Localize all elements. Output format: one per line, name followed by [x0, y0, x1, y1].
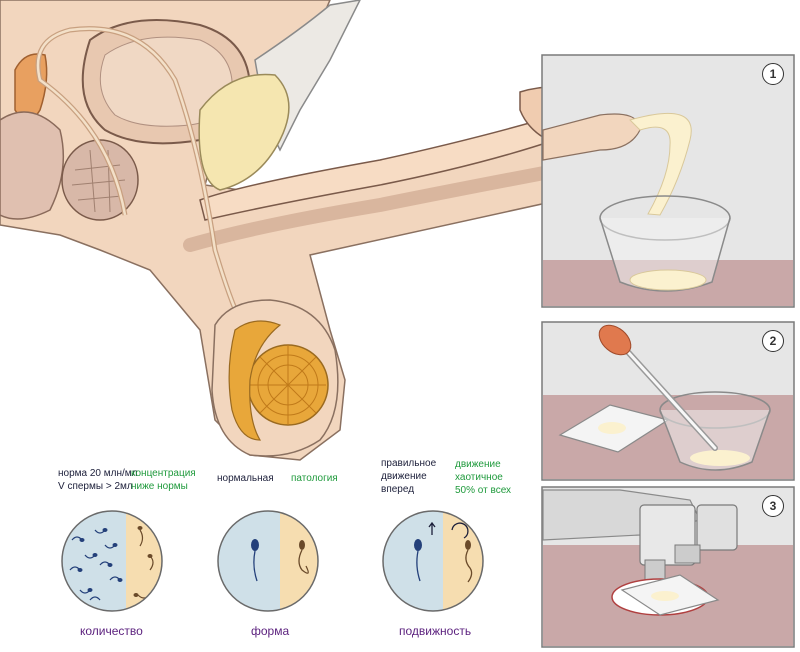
- prostate: [61, 139, 139, 221]
- form-patho-label: патология: [291, 473, 338, 484]
- abnormal-sperm-icon: [299, 540, 305, 550]
- epididymis: [228, 320, 282, 441]
- quantity-patho-label: концентрация ниже нормы: [131, 468, 196, 492]
- panel-1-badge: 1: [762, 63, 784, 85]
- panel-3-badge: 3: [762, 495, 784, 517]
- motility-normal-label: правильное движение вперед: [381, 458, 437, 495]
- panel-2: [541, 321, 795, 481]
- motility-circle: [382, 510, 484, 612]
- form-normal-label: нормальная: [217, 473, 274, 484]
- motility-patho-label: движение хаотичное 50% от всех: [455, 459, 512, 496]
- testis-lobules: [250, 345, 326, 425]
- forward-sperm-icon: [414, 539, 422, 551]
- circular-arrow-icon: [451, 522, 469, 539]
- microscope-icon: [542, 489, 738, 616]
- cup-collection-icon: [599, 195, 731, 292]
- quantity-caption: количество: [80, 624, 143, 638]
- rectum: [0, 111, 65, 220]
- panel-1: [541, 54, 795, 308]
- form-caption: форма: [251, 624, 290, 638]
- panel-3: [541, 486, 795, 648]
- anatomy-illustration: [0, 0, 622, 461]
- quantity-normal-label: норма 20 млн/мл V спермы > 2мл: [58, 468, 138, 492]
- form-circle: [217, 510, 319, 612]
- corpus-line: [183, 163, 567, 252]
- semen-stream-icon: [629, 112, 692, 216]
- panel-2-badge: 2: [762, 330, 784, 352]
- chaotic-sperm-icon: [465, 540, 471, 550]
- motility-caption: подвижность: [399, 624, 472, 638]
- cowper-gland: [198, 73, 290, 191]
- normal-sperm-icon: [251, 539, 259, 551]
- up-arrow-icon: [428, 521, 436, 535]
- pipette-slide-icon: [598, 324, 771, 471]
- quantity-circle: [61, 510, 163, 612]
